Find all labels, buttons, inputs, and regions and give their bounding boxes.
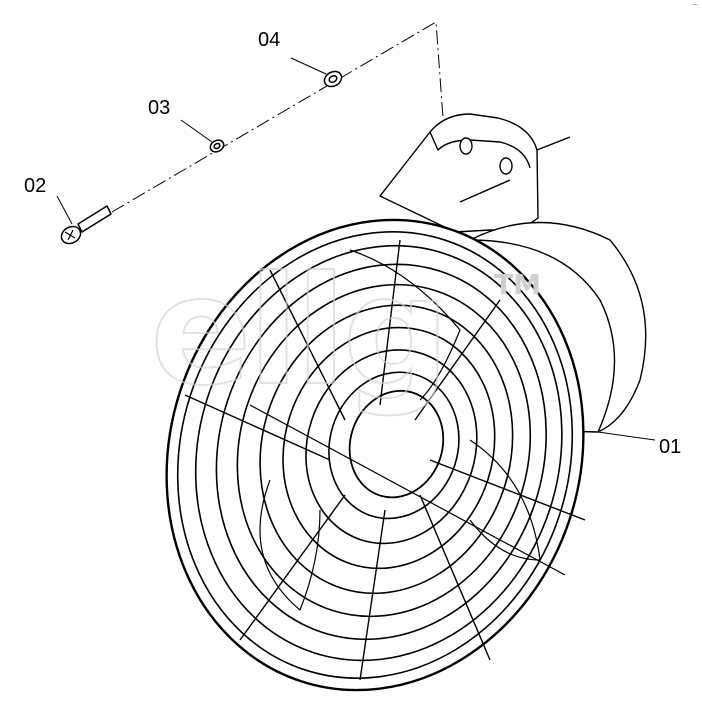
washer-large (290, 57, 343, 88)
mounting-bracket (379, 113, 571, 233)
corner-mark: ~ (692, 0, 698, 11)
callout-03: 03 (148, 97, 171, 119)
washer-small (180, 119, 225, 153)
callout-02: 02 (24, 175, 47, 197)
screw (56, 195, 112, 245)
fan-guard (165, 218, 586, 692)
callout-04: 04 (258, 29, 281, 51)
callout-01: 01 (659, 436, 682, 458)
